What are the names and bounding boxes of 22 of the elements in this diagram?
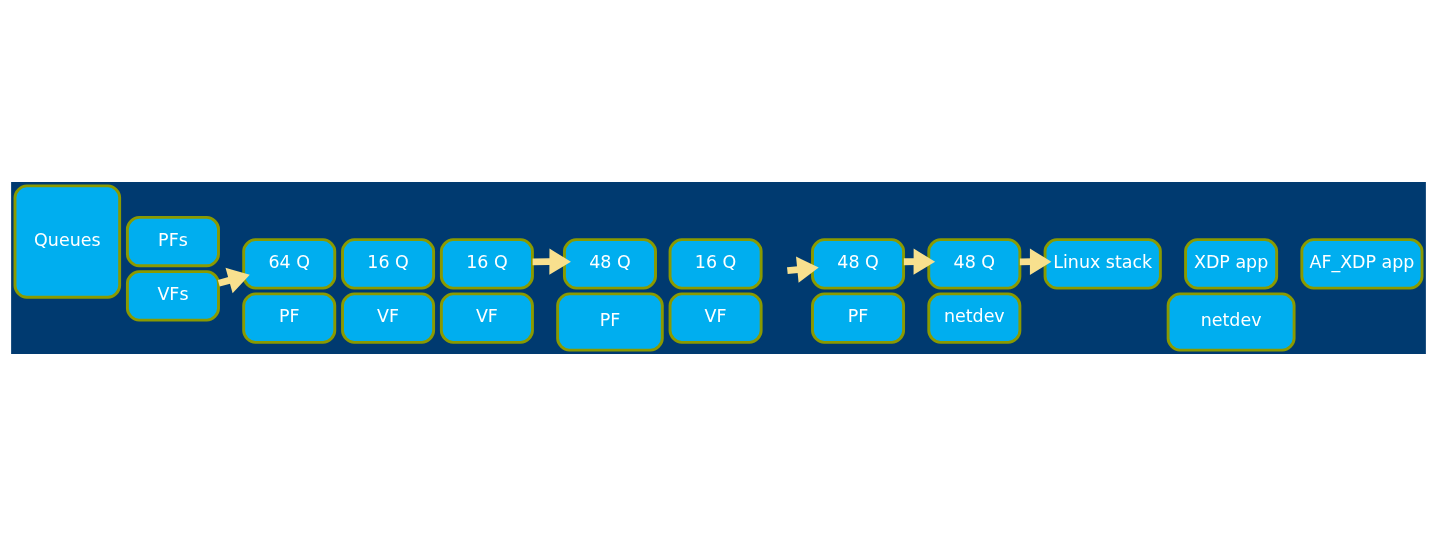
- node-box: PF: [811, 291, 906, 344]
- node-box: VF: [439, 291, 534, 344]
- node-box: 16 Q: [341, 237, 436, 290]
- node-box: 16 Q: [668, 237, 763, 290]
- node-box: 48 Q: [811, 237, 906, 290]
- node-box: PF: [242, 291, 337, 344]
- node-box: PFs: [125, 215, 220, 267]
- node-box: VFs: [125, 269, 220, 322]
- node-box: VF: [341, 291, 436, 344]
- node-box: 48 Q: [562, 237, 657, 290]
- node-box: 64 Q: [242, 237, 337, 290]
- node-box: AF_XDP app: [1300, 237, 1424, 290]
- node-box: 48 Q: [927, 237, 1022, 290]
- node-box: PF: [556, 291, 664, 352]
- arrow: [532, 248, 571, 275]
- node-box: Queues: [13, 183, 122, 299]
- node-box: Linux stack: [1043, 237, 1162, 290]
- node-box: XDP app: [1184, 237, 1279, 290]
- node-box: VF: [668, 291, 763, 344]
- node-box: netdev: [1166, 291, 1296, 352]
- node-box: 16 Q: [439, 237, 534, 290]
- node-box: netdev: [927, 291, 1022, 344]
